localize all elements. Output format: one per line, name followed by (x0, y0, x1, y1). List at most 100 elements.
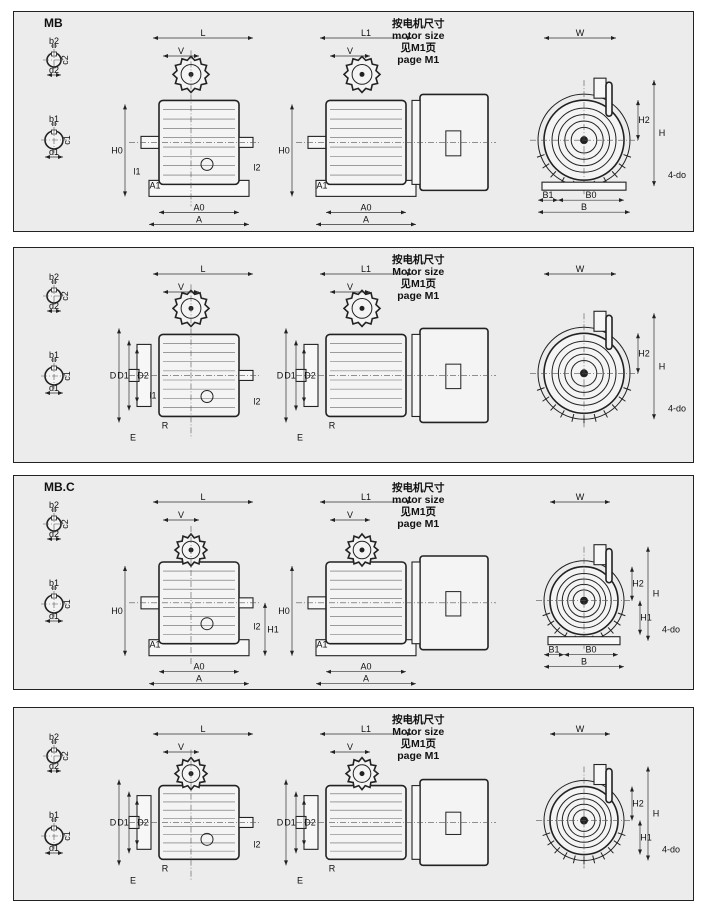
dim-label: E (130, 432, 136, 442)
arrow (51, 508, 57, 512)
note-line: 按电机尺寸 (392, 482, 445, 494)
sprocket-2 (342, 289, 382, 328)
arrow (135, 799, 139, 846)
dim-label: E (130, 875, 136, 885)
dim-label: A (363, 214, 369, 224)
note-line: 见M1页 (400, 42, 437, 54)
drain-plug (200, 617, 214, 631)
dim-label: H2 (638, 348, 650, 358)
dim-label: B0 (585, 190, 596, 200)
line (623, 387, 632, 391)
line (542, 396, 550, 402)
dim-label: 4-do (662, 625, 680, 635)
line (618, 163, 626, 169)
line (613, 840, 621, 846)
dim-label: A1 (316, 180, 327, 190)
dim-label: l2 (253, 839, 260, 849)
line (600, 852, 606, 860)
dim-label: L (200, 28, 205, 38)
arrow (45, 851, 63, 855)
note-line: 见M1页 (400, 738, 437, 750)
sprocket-hub (351, 298, 373, 319)
drain-plug (200, 832, 214, 846)
dim-label: A (363, 674, 369, 684)
arrow (538, 198, 558, 203)
arrow (544, 652, 564, 657)
dim-label: c1 (62, 135, 72, 145)
arrow (330, 518, 370, 522)
line (618, 396, 626, 402)
line (542, 163, 550, 169)
base-foot (541, 181, 627, 191)
dim-label: A0 (193, 662, 204, 672)
dim-label: d1 (49, 611, 59, 621)
dim-label: V (347, 510, 353, 520)
arrow (51, 358, 57, 362)
dim-label: c2 (60, 291, 70, 301)
dim-label: d1 (49, 147, 59, 157)
arrow (45, 619, 63, 623)
dim-label: 4-do (662, 845, 680, 855)
dim-label: L1 (361, 28, 371, 38)
dim-label: d2 (49, 529, 59, 539)
dim-label: V (347, 282, 353, 292)
dim-label: D1 (284, 370, 296, 380)
dim-label: d1 (49, 843, 59, 853)
dim-label: D1 (117, 370, 129, 380)
dim-label: 4-do (668, 403, 686, 413)
note-line: motor size (392, 494, 445, 506)
dim-label: H (653, 809, 660, 819)
note-line: Motor size (392, 726, 445, 738)
dim-label: V (178, 742, 184, 752)
dim-label: H0 (278, 606, 290, 616)
line (536, 387, 545, 391)
dim-label: R (162, 863, 169, 873)
dim-label: D (277, 370, 284, 380)
line (613, 620, 621, 626)
arrow (330, 750, 370, 754)
dim-label: D (110, 370, 117, 380)
note-line: 按电机尺寸 (392, 714, 445, 726)
dim-label: R (329, 863, 336, 873)
line (536, 154, 545, 158)
line (617, 612, 626, 617)
sprocket-center (359, 71, 365, 77)
dim-label: B1 (548, 645, 559, 655)
line (550, 171, 557, 178)
note-line: 见M1页 (400, 278, 437, 290)
dim-label: H (659, 361, 666, 371)
arrow (51, 44, 57, 48)
note-line: page M1 (397, 290, 440, 302)
dim-label: c1 (62, 599, 72, 609)
line (611, 171, 618, 178)
dim-label: L (200, 724, 205, 734)
dim-label: d2 (49, 301, 59, 311)
dim-label: E (297, 432, 303, 442)
line (554, 846, 561, 854)
dim-label: R (329, 420, 336, 430)
line (607, 846, 614, 854)
line (593, 413, 597, 422)
dim-label: H1 (267, 624, 279, 634)
dim-label: L1 (361, 724, 371, 734)
dim-label: B (581, 657, 587, 667)
dim-label: A0 (193, 202, 204, 212)
terminal-box (445, 811, 462, 835)
sprocket-hub (351, 64, 373, 85)
note-line: Motor size (392, 266, 445, 278)
line (542, 612, 551, 617)
dim-label: b1 (49, 350, 59, 360)
dim-label: W (576, 28, 585, 38)
line (592, 855, 596, 864)
dim-label: H2 (632, 579, 644, 589)
note-line: page M1 (397, 518, 440, 530)
terminal-box (445, 363, 462, 390)
dim-label: H0 (278, 145, 290, 155)
dim-label: D1 (284, 817, 296, 827)
dim-label: L (200, 264, 205, 274)
